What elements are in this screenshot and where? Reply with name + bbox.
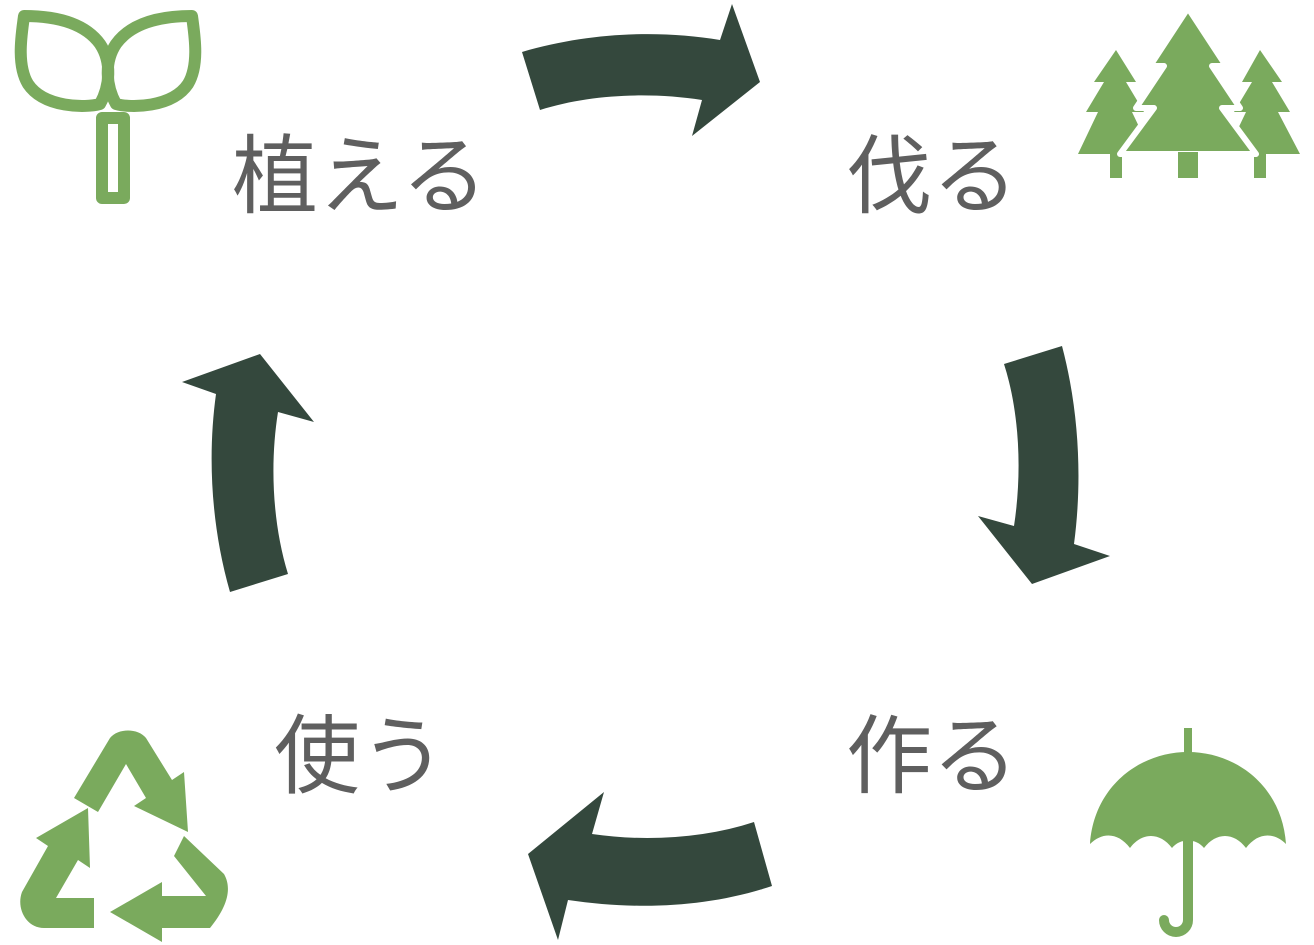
step-label-use: 使う [274, 707, 446, 807]
step-label-cut: 伐る [846, 127, 1018, 227]
arrow-plant-to-cut [522, 4, 760, 136]
step-label-make: 作る [846, 707, 1018, 807]
arrow-use-to-plant [182, 354, 314, 592]
umbrella-icon [1090, 728, 1286, 937]
sprout-icon [14, 10, 202, 204]
arrow-cut-to-make [978, 346, 1110, 584]
step-label-plant: 植える [232, 127, 488, 227]
recycle-icon [20, 730, 228, 942]
arrow-make-to-use [528, 792, 772, 940]
forest-icon [1078, 5, 1300, 178]
